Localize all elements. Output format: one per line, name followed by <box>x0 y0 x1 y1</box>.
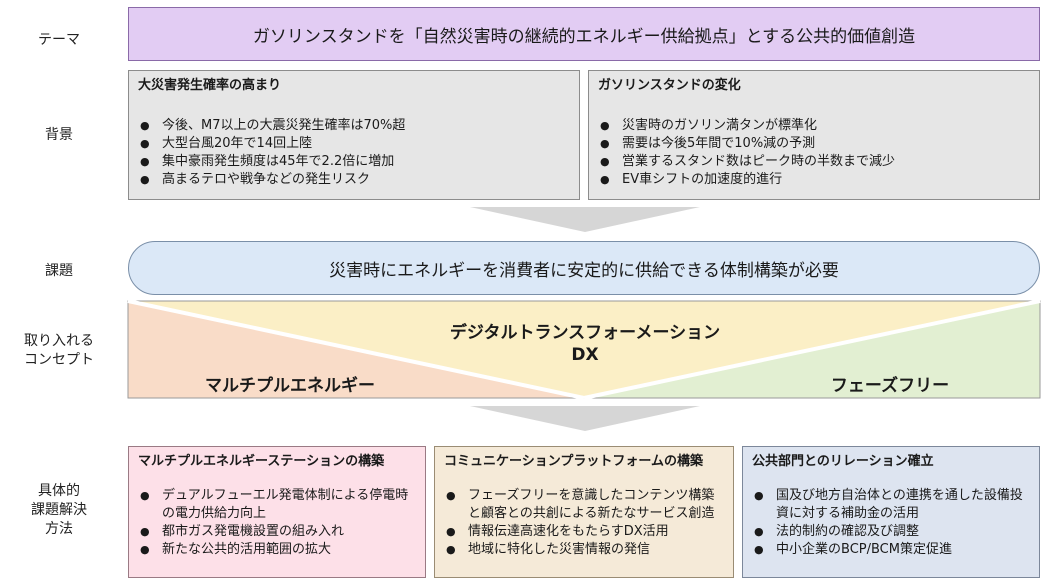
concept-left-label: マルチプルエネルギー <box>205 376 375 396</box>
list-item: 災害時のガソリン満タンが標準化 <box>598 117 1030 135</box>
theme-text: ガソリンスタンドを「自然災害時の継続的エネルギー供給拠点」とする公共的価値創造 <box>252 26 916 47</box>
solution-box-communication-platform: コミュニケーションプラットフォームの構築 フェーズフリーを意識したコンテンツ構築… <box>434 446 734 578</box>
solution-box-public-relations: 公共部門とのリレーション確立 国及び地方自治体との連携を通した設備投資に対する補… <box>742 446 1040 578</box>
concept-center-region <box>128 301 1040 398</box>
list-item: 大型台風20年で14回上陸 <box>138 135 570 153</box>
down-arrow-2 <box>470 406 700 431</box>
list-item: 今後、M7以上の大震災発生確率は70%超 <box>138 117 570 135</box>
concept-divider-right <box>583 299 1041 400</box>
solution-box-title: コミュニケーションプラットフォームの構築 <box>444 454 703 469</box>
row-label-concept: 取り入れる コンセプト <box>24 333 94 368</box>
list-item: 高まるテロや戦争などの発生リスク <box>138 171 570 189</box>
concept-right-label: フェーズフリー <box>830 376 950 396</box>
concept-divider-left <box>127 299 585 400</box>
down-arrow-1 <box>470 207 700 232</box>
list-item: フェーズフリーを意識したコンテンツ構築と顧客との共創による新たなサービス創造 <box>444 487 724 523</box>
list-item: デュアルフューエル発電体制による停電時の電力供給力向上 <box>138 487 416 523</box>
issue-box: 災害時にエネルギーを消費者に安定的に供給できる体制構築が必要 <box>128 241 1040 295</box>
concept-center-label: デジタルトランスフォーメーション DX <box>380 322 790 366</box>
list-item: 情報伝達高速化をもたらすDX活用 <box>444 523 724 541</box>
row-label-issue: 課題 <box>45 263 73 279</box>
issue-text: 災害時にエネルギーを消費者に安定的に供給できる体制構築が必要 <box>329 260 839 281</box>
concept-dx-abbrev: DX <box>571 345 599 365</box>
solution-box-title: 公共部門とのリレーション確立 <box>752 454 934 469</box>
list-item: 地域に特化した災害情報の発信 <box>444 541 724 559</box>
background-box-title: ガソリンスタンドの変化 <box>598 78 741 93</box>
solution-box-title: マルチプルエネルギーステーションの構築 <box>138 454 385 469</box>
theme-box: ガソリンスタンドを「自然災害時の継続的エネルギー供給拠点」とする公共的価値創造 <box>128 7 1040 61</box>
list-item: EV車シフトの加速度的進行 <box>598 171 1030 189</box>
concept-outline <box>127 300 1041 399</box>
list-item: 法的制約の確認及び調整 <box>752 523 1030 541</box>
background-box-title: 大災害発生確率の高まり <box>138 78 282 93</box>
list-item: 国及び地方自治体との連携を通した設備投資に対する補助金の活用 <box>752 487 1030 523</box>
background-box-disaster-risk: 大災害発生確率の高まり 今後、M7以上の大震災発生確率は70%超 大型台風20年… <box>128 70 580 200</box>
row-label-background: 背景 <box>45 127 73 143</box>
row-label-theme: テーマ <box>38 32 80 48</box>
list-item: 新たな公共的活用範囲の拡大 <box>138 541 416 559</box>
row-label-solution: 具体的 課題解決 方法 <box>31 483 87 537</box>
solution-box-multiple-energy-station: マルチプルエネルギーステーションの構築 デュアルフューエル発電体制による停電時の… <box>128 446 426 578</box>
list-item: 中小企業のBCP/BCM策定促進 <box>752 541 1030 559</box>
concept-dx-title: デジタルトランスフォーメーション <box>449 323 721 343</box>
background-box-station-change: ガソリンスタンドの変化 災害時のガソリン満タンが標準化 需要は今後5年間で10%… <box>588 70 1040 200</box>
list-item: 需要は今後5年間で10%減の予測 <box>598 135 1030 153</box>
list-item: 都市ガス発電機設置の組み入れ <box>138 523 416 541</box>
list-item: 集中豪雨発生頻度は45年で2.2倍に増加 <box>138 153 570 171</box>
list-item: 営業するスタンド数はピーク時の半数まで減少 <box>598 153 1030 171</box>
